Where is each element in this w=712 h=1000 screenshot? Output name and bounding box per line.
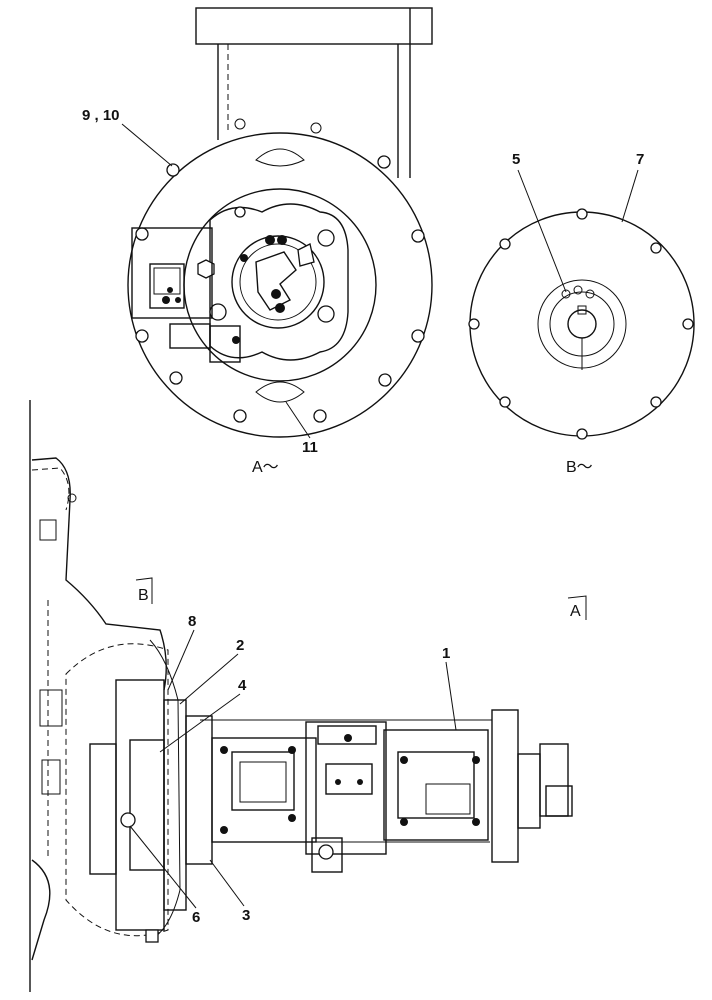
callout-9-10: 9 , 10	[82, 107, 120, 124]
callout-1: 1	[442, 645, 450, 662]
section-marker-b: B	[135, 577, 153, 604]
flange-housing	[127, 132, 433, 438]
view-label-a: A～	[252, 459, 279, 476]
mount-bracket	[195, 7, 433, 45]
section-marker-a: A	[567, 595, 587, 620]
callout-5: 5	[512, 151, 520, 168]
coupling-assembly	[89, 679, 213, 943]
section-mark-b: B	[138, 587, 149, 604]
callout-11: 11	[302, 439, 318, 456]
callout-4: 4	[238, 677, 247, 694]
flange-bolts	[135, 155, 425, 423]
engine-housing	[29, 400, 167, 992]
callout-8: 8	[188, 613, 196, 630]
bell-housing-outline	[65, 643, 169, 937]
main-pump-assembly	[200, 709, 573, 873]
section-mark-a: A	[570, 603, 581, 620]
callout-6: 6	[192, 909, 200, 926]
callout-7: 7	[636, 151, 644, 168]
view-b-coupling	[468, 208, 695, 440]
view-label-b: B～	[566, 459, 593, 476]
callout-3: 3	[242, 907, 250, 924]
view-a-end-view	[127, 7, 433, 438]
callout-2: 2	[236, 637, 244, 654]
